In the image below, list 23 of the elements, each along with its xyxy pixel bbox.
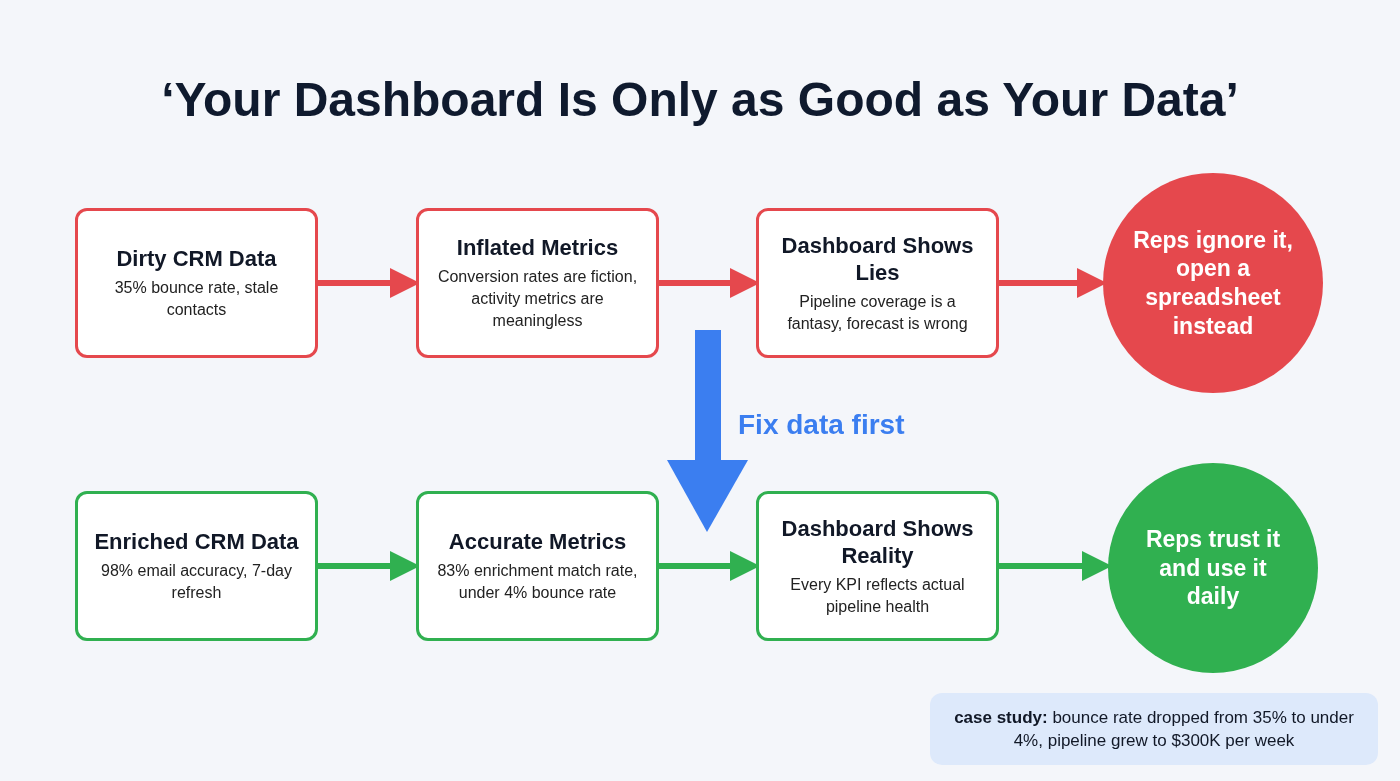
title: ‘Your Dashboard Is Only as Good as Your Data’ xyxy=(160,72,1240,128)
box-heading: Dashboard Shows Lies xyxy=(780,231,975,287)
box-description: Pipeline coverage is a fantasy, forecast is wrong xyxy=(786,291,969,334)
process-box xyxy=(756,491,999,641)
box-heading: Enriched CRM Data xyxy=(94,528,299,556)
box-description: 35% bounce rate, stale contacts xyxy=(113,277,280,320)
circle-text: Reps trust it and use it daily xyxy=(1144,524,1282,612)
box-description: 98% email accuracy, 7-day refresh xyxy=(100,560,293,603)
box-description: Every KPI reflects actual pipeline health xyxy=(789,574,966,617)
box-description: 83% enrichment match rate, under 4% bounce rate xyxy=(436,560,639,603)
process-box xyxy=(75,208,318,358)
box-heading: Dashboard Shows Reality xyxy=(780,514,975,570)
box-heading: Inflated Metrics xyxy=(456,234,619,262)
process-box xyxy=(416,208,659,358)
box-heading: Dirty CRM Data xyxy=(116,245,277,273)
arrow-label: Fix data first xyxy=(738,408,905,442)
circle-text: Reps ignore it, open a spreadsheet instead xyxy=(1132,225,1294,341)
box-heading: Accurate Metrics xyxy=(448,528,627,556)
box-description: Conversion rates are fiction, activity metrics are meaningless xyxy=(436,266,639,331)
process-box xyxy=(416,491,659,641)
process-box xyxy=(756,208,999,358)
note-text: case study: bounce rate dropped from 35% to under 4%, pipeline grew to $300K per week xyxy=(953,706,1355,752)
process-box xyxy=(75,491,318,641)
